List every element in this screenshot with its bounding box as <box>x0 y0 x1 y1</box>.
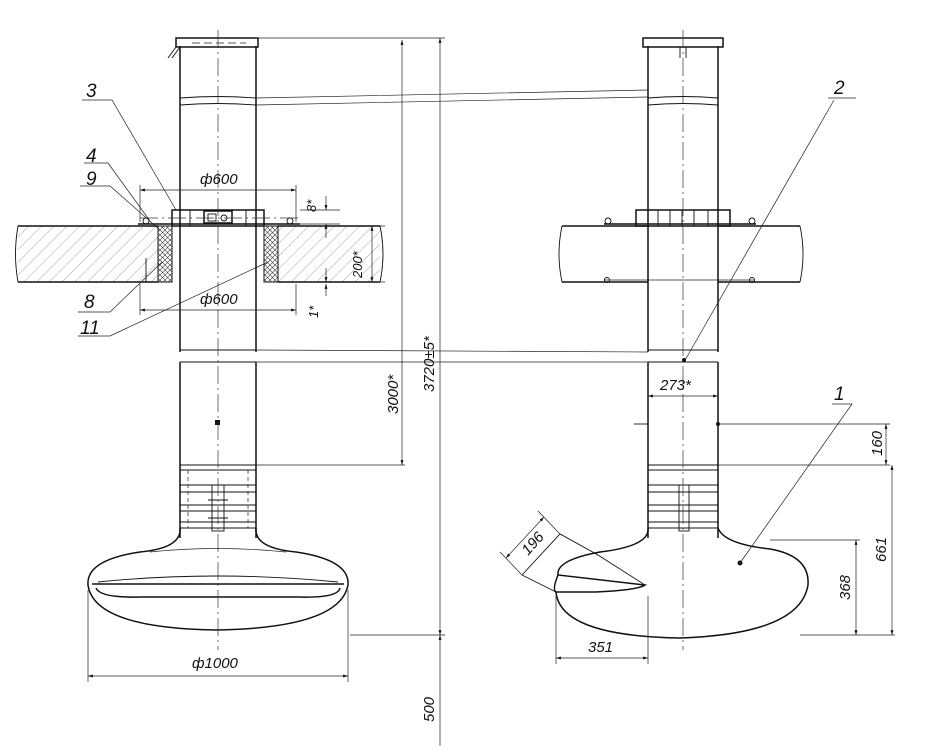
dim-8: 8* <box>304 199 319 212</box>
callout-4: 4 <box>86 146 97 167</box>
insulation-left <box>157 225 173 283</box>
dim-200: 200* <box>350 250 365 279</box>
callout-8: 8 <box>84 292 95 313</box>
side-view <box>521 30 809 650</box>
ceiling-collar-side <box>604 209 756 227</box>
dim-160: 160 <box>869 430 886 456</box>
dim-351: 351 <box>588 639 613 656</box>
dim-368: 368 <box>837 574 854 600</box>
dim-1: 1* <box>306 305 321 318</box>
dimension-lines <box>87 38 894 746</box>
ceiling-slab-side <box>558 225 804 283</box>
dim-600-top: ф600 <box>200 171 238 188</box>
dim-1000: ф1000 <box>192 655 239 672</box>
dimension-labels: ф600 ф600 8* 200* 1* 3000* 3720±5* 500 ф… <box>192 171 890 722</box>
callout-9: 9 <box>86 169 97 190</box>
callout-labels: 3 4 9 8 11 2 1 <box>80 78 845 405</box>
insulation-right <box>263 225 279 283</box>
dim-196: 196 <box>518 528 548 558</box>
dim-273: 273* <box>659 377 692 394</box>
callout-2: 2 <box>833 78 845 99</box>
leader-lines <box>78 97 856 564</box>
front-view <box>15 30 384 650</box>
dim-661: 661 <box>873 537 890 562</box>
fireplace-hood-side <box>521 527 809 639</box>
callout-11: 11 <box>80 318 100 339</box>
callout-3: 3 <box>86 81 97 102</box>
chimney-pipe <box>167 37 259 538</box>
callout-1: 1 <box>834 384 845 405</box>
dim-600-bottom: ф600 <box>200 291 238 308</box>
ceiling-slab <box>15 225 384 283</box>
chimney-pipe-side <box>634 37 724 538</box>
dim-3720: 3720±5* <box>421 335 438 392</box>
fireplace-hood <box>87 527 349 631</box>
dim-500: 500 <box>421 696 438 722</box>
projection-lines <box>255 37 895 636</box>
dim-3000: 3000* <box>385 374 402 414</box>
